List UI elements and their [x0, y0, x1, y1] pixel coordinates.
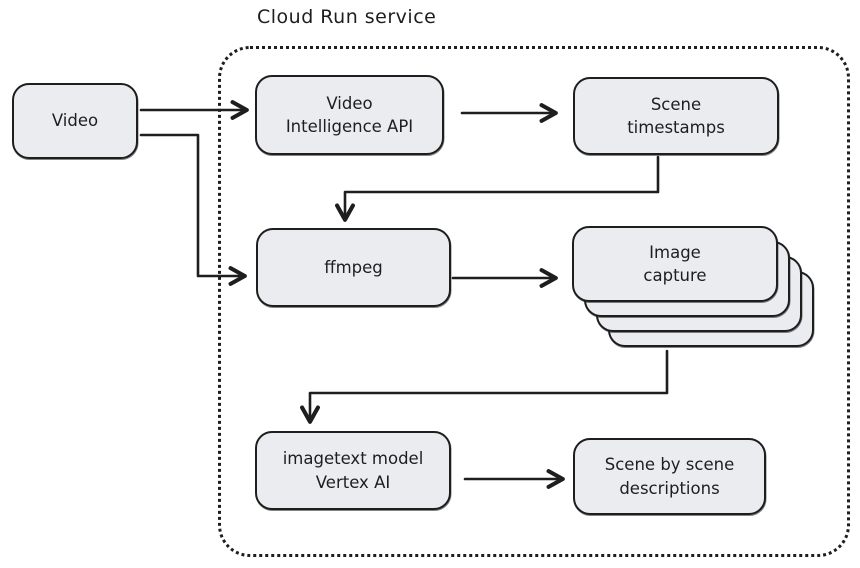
node-scene-timestamps[interactable]: Scene timestamps [573, 77, 779, 155]
node-video[interactable]: Video [12, 83, 138, 159]
node-video-intelligence-api[interactable]: Video Intelligence API [255, 75, 444, 155]
node-scene-by-scene-descriptions[interactable]: Scene by scene descriptions [573, 438, 766, 515]
node-imagetext-model-vertex-ai[interactable]: imagetext model Vertex AI [255, 431, 451, 510]
node-ffmpeg[interactable]: ffmpeg [256, 228, 451, 307]
cloud-run-service-container [218, 46, 850, 557]
container-title: Cloud Run service [257, 6, 437, 28]
node-image-capture[interactable]: Image capture [572, 226, 778, 302]
